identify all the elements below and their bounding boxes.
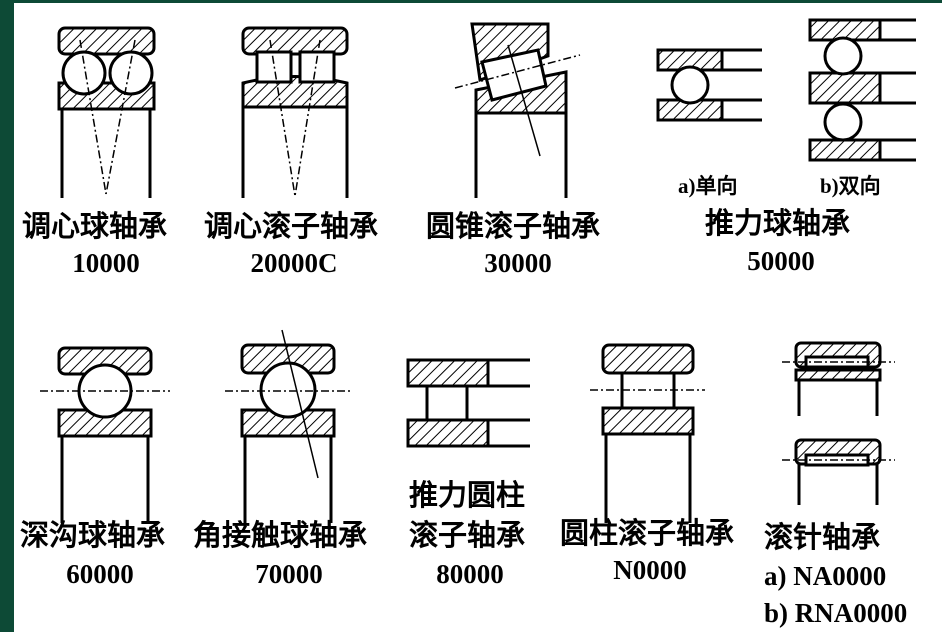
bearing-code-6: 70000 xyxy=(255,559,323,589)
thrust-ball-bearing-single-drawing xyxy=(656,48,762,122)
bearing-code-2: 20000C xyxy=(250,248,338,278)
thrust-ball-bearing-double-drawing xyxy=(808,18,916,162)
bearing-code-8: N0000 xyxy=(613,555,687,585)
thrust-cylindrical-roller-bearing-drawing xyxy=(406,358,530,448)
bearing-name-1: 调心球轴承 xyxy=(22,209,168,243)
bearing-variant-single: a)单向 xyxy=(678,174,738,198)
bearing-name-5: 深沟球轴承 xyxy=(20,518,166,552)
bearing-name-4: 推力球轴承 xyxy=(705,206,851,240)
bearing-name-2: 调心滚子轴承 xyxy=(204,209,379,243)
needle-roller-bearing-rna-drawing xyxy=(782,438,895,505)
bearing-name-6: 角接触球轴承 xyxy=(193,518,368,552)
bearing-code-7: 80000 xyxy=(436,559,504,589)
self-aligning-ball-bearing-drawing xyxy=(57,26,156,198)
bearing-name-8: 圆柱滚子轴承 xyxy=(560,516,735,550)
bearing-name-7-line1: 推力圆柱 xyxy=(409,478,526,512)
cylindrical-roller-bearing-drawing xyxy=(590,343,705,523)
bearing-code-1: 10000 xyxy=(72,248,140,278)
bearing-code-4: 50000 xyxy=(747,246,815,276)
needle-roller-bearing-na-drawing xyxy=(782,341,895,416)
bearing-name-7-line2: 滚子轴承 xyxy=(409,518,526,552)
bearing-code-5: 60000 xyxy=(66,559,134,589)
tapered-roller-bearing-drawing xyxy=(454,22,581,198)
deep-groove-ball-bearing-drawing xyxy=(40,346,170,523)
bearing-variant-double: b)双向 xyxy=(820,174,881,198)
spherical-roller-bearing-drawing xyxy=(241,26,349,198)
bearing-name-3: 圆锥滚子轴承 xyxy=(426,209,601,243)
angular-contact-ball-bearing-drawing xyxy=(225,329,350,523)
bearing-name-9: 滚针轴承 xyxy=(764,520,881,554)
bearing-code-3: 30000 xyxy=(484,248,552,278)
bearing-code-9b: b) RNA0000 xyxy=(764,598,908,628)
bearing-code-9a: a) NA0000 xyxy=(764,561,887,591)
